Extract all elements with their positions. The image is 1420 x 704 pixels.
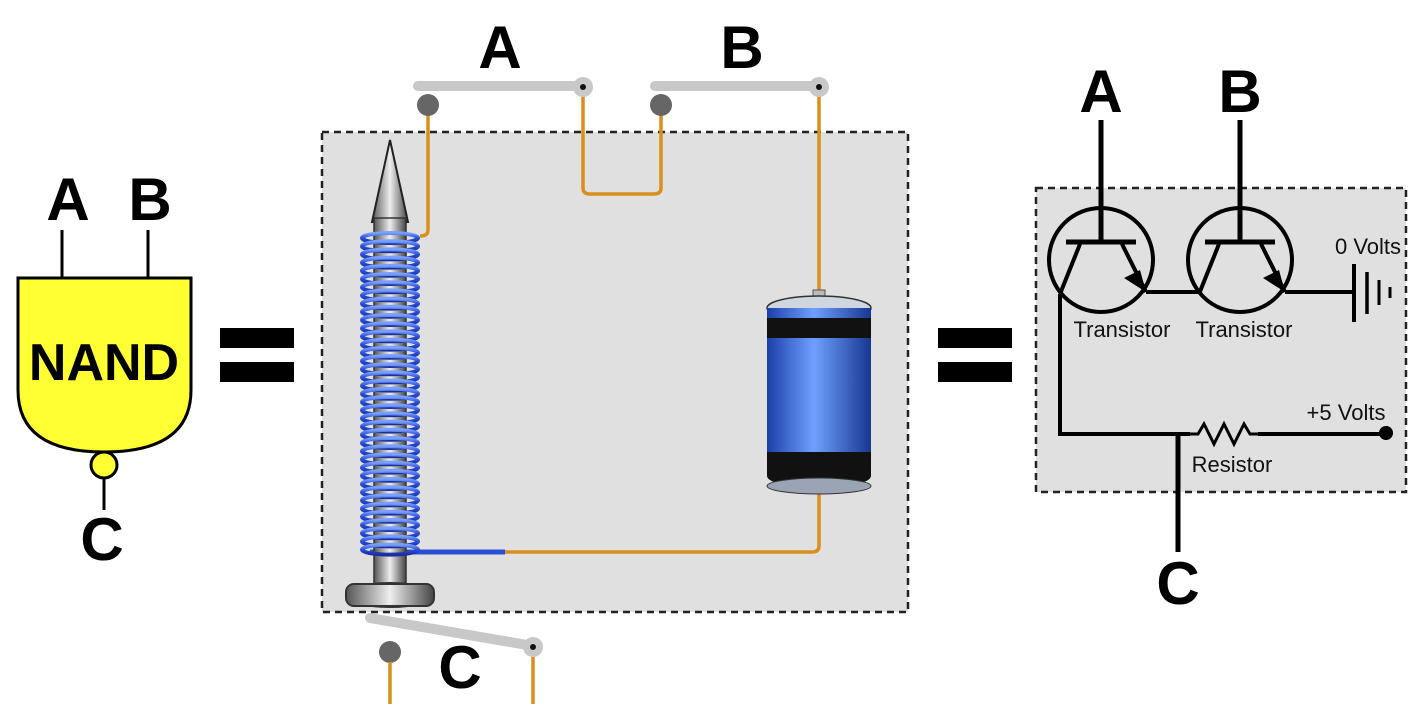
transistor-input-b-label: B bbox=[1218, 58, 1261, 125]
gate-name-label: NAND bbox=[29, 334, 179, 392]
transistor-2-label: Transistor bbox=[1196, 317, 1293, 342]
equals-sign-right bbox=[938, 328, 1012, 382]
resistor-label: Resistor bbox=[1192, 452, 1273, 477]
relay-circuit: A B C bbox=[320, 14, 910, 704]
transistor-2 bbox=[1186, 206, 1294, 314]
battery-band-top bbox=[767, 318, 871, 338]
collector-wire bbox=[1058, 294, 1190, 436]
ground-label: 0 Volts bbox=[1335, 234, 1401, 259]
switch-c-contact bbox=[379, 641, 401, 663]
equals-sign-left bbox=[220, 328, 294, 382]
switch-b-contact bbox=[650, 94, 672, 116]
battery bbox=[766, 289, 872, 495]
relay-output-c-label: C bbox=[438, 634, 481, 701]
relay-switch-b-label: B bbox=[720, 14, 763, 81]
transistor-input-a-label: A bbox=[1079, 58, 1122, 125]
wire-battery-to-coil bbox=[505, 488, 821, 554]
supply-terminal bbox=[1379, 426, 1393, 440]
gate-output-label: C bbox=[80, 506, 123, 573]
gate-input-a-label: A bbox=[46, 166, 89, 233]
resistor bbox=[1190, 420, 1258, 448]
switch-c-arm[interactable] bbox=[365, 613, 538, 651]
gate-input-b-label: B bbox=[128, 166, 171, 233]
supply-label: +5 Volts bbox=[1307, 400, 1386, 425]
relay-switch-a-label: A bbox=[478, 14, 521, 81]
transistor-panel bbox=[1034, 186, 1408, 494]
transistor-circuit: A B bbox=[1034, 58, 1408, 617]
transistor-1-label: Transistor bbox=[1074, 317, 1171, 342]
wire-switch-a-to-switch-b bbox=[581, 88, 663, 196]
wire-switch-a-to-coil bbox=[419, 105, 430, 238]
nand-gate-symbol: A B NAND C bbox=[16, 166, 193, 573]
ground-symbol bbox=[1352, 264, 1392, 322]
gate-inversion-bubble bbox=[89, 450, 119, 480]
electromagnet-coil bbox=[360, 231, 420, 557]
transistor-1 bbox=[1047, 206, 1155, 314]
switch-a-contact bbox=[417, 94, 439, 116]
transistor-output-c-label: C bbox=[1156, 550, 1199, 617]
coil-turn bbox=[360, 542, 420, 557]
